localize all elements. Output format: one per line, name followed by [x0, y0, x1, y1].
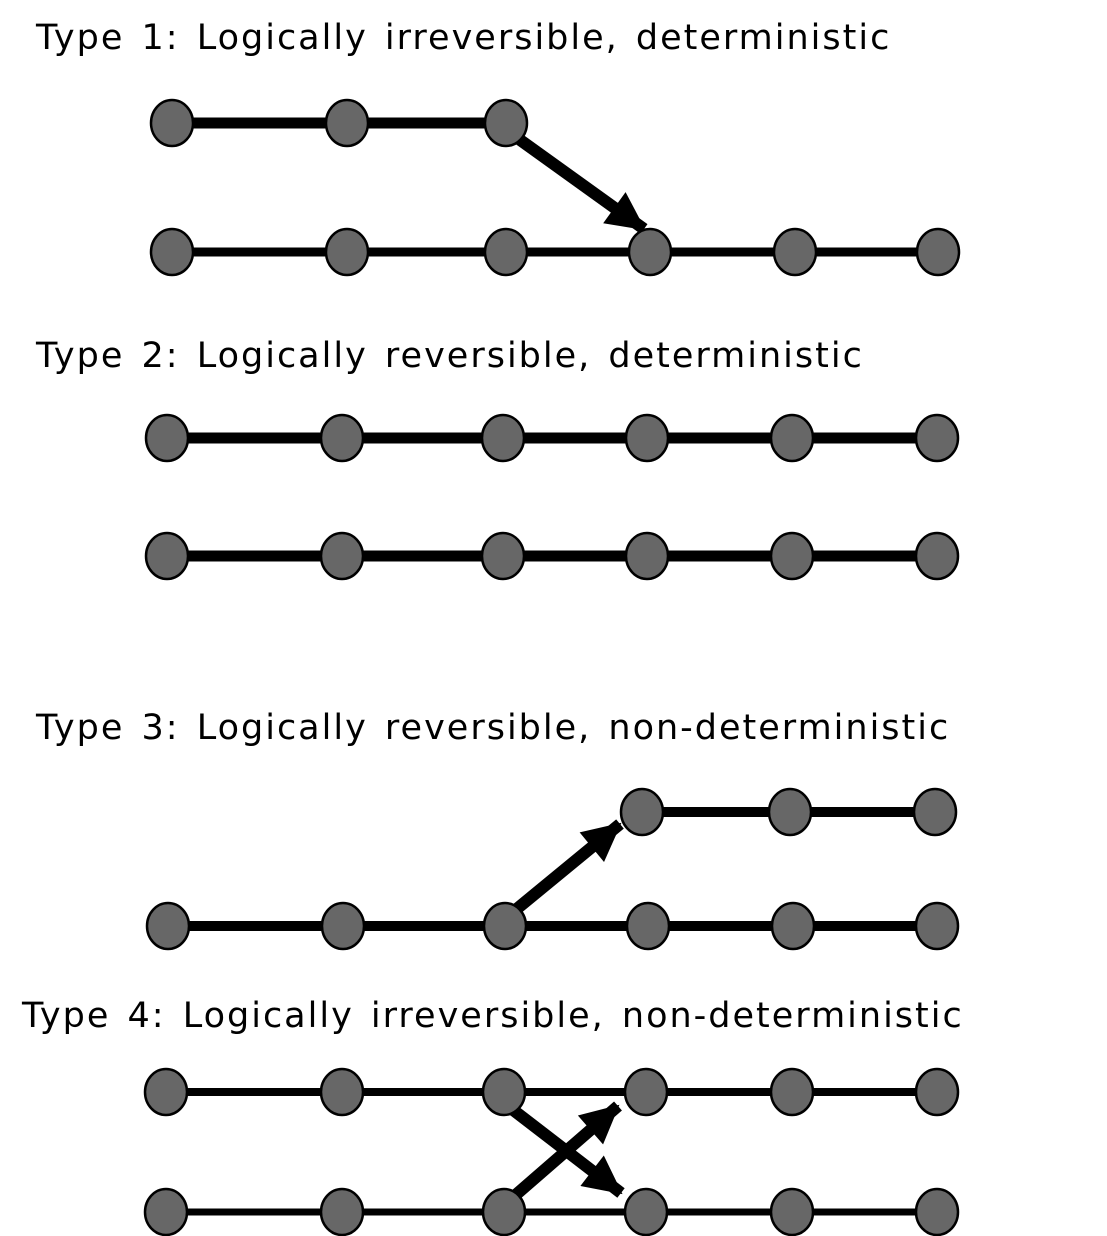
diagram-content — [143, 98, 961, 1236]
type-4-state-dot — [319, 1187, 365, 1236]
type-2-title: Type 2: Logically reversible, determinis… — [36, 336, 864, 376]
type-3-state-dot — [767, 787, 813, 837]
type-4-state-dot — [914, 1067, 960, 1117]
type-2-state-dot — [319, 413, 365, 463]
type-2-state-dot — [769, 413, 815, 463]
type-4-state-dot — [769, 1187, 815, 1236]
type-1-state-dot — [915, 227, 961, 277]
type-1-state-dot — [324, 227, 370, 277]
type-4-state-dot — [143, 1187, 189, 1236]
type-4-state-dot — [481, 1187, 527, 1236]
type-3-title: Type 3: Logically reversible, non-determ… — [36, 708, 951, 748]
type-4-title: Type 4: Logically irreversible, non-dete… — [22, 996, 964, 1036]
type-1-state-dot — [483, 98, 529, 148]
type-3-state-dot — [619, 787, 665, 837]
type-1-state-dot — [483, 227, 529, 277]
type-1-state-dot — [149, 98, 195, 148]
type-4-state-dot — [623, 1067, 669, 1117]
type-2-state-dot — [480, 531, 526, 581]
type-4-transition-arrow — [507, 1101, 622, 1204]
type-3-state-dot — [912, 787, 958, 837]
type-3-state-dot — [914, 901, 960, 951]
type-2-state-dot — [319, 531, 365, 581]
type-2-state-dot — [624, 531, 670, 581]
type-1-state-dot — [772, 227, 818, 277]
type-1-state-dot — [627, 227, 673, 277]
type-4-state-dot — [143, 1067, 189, 1117]
type-2-state-dot — [480, 413, 526, 463]
type-2-state-dot — [144, 531, 190, 581]
type-3-transition-arrow — [509, 819, 624, 917]
type-1-state-dot — [149, 227, 195, 277]
type-4-state-dot — [769, 1067, 815, 1117]
type-2-state-dot — [624, 413, 670, 463]
type-2-state-dot — [914, 531, 960, 581]
type-4-state-dot — [319, 1067, 365, 1117]
type-2-state-dot — [914, 413, 960, 463]
type-1-transition-arrow — [512, 132, 648, 234]
type-2-state-dot — [769, 531, 815, 581]
type-1-title: Type 1: Logically irreversible, determin… — [36, 18, 892, 58]
type-4-state-dot — [623, 1187, 669, 1236]
type-3-state-dot — [625, 901, 671, 951]
type-1-state-dot — [324, 98, 370, 148]
type-3-state-dot — [145, 901, 191, 951]
type-3-state-dot — [320, 901, 366, 951]
type-3-state-dot — [482, 901, 528, 951]
type-2-state-dot — [144, 413, 190, 463]
type-4-state-dot — [481, 1067, 527, 1117]
type-3-state-dot — [770, 901, 816, 951]
type-4-state-dot — [914, 1187, 960, 1236]
